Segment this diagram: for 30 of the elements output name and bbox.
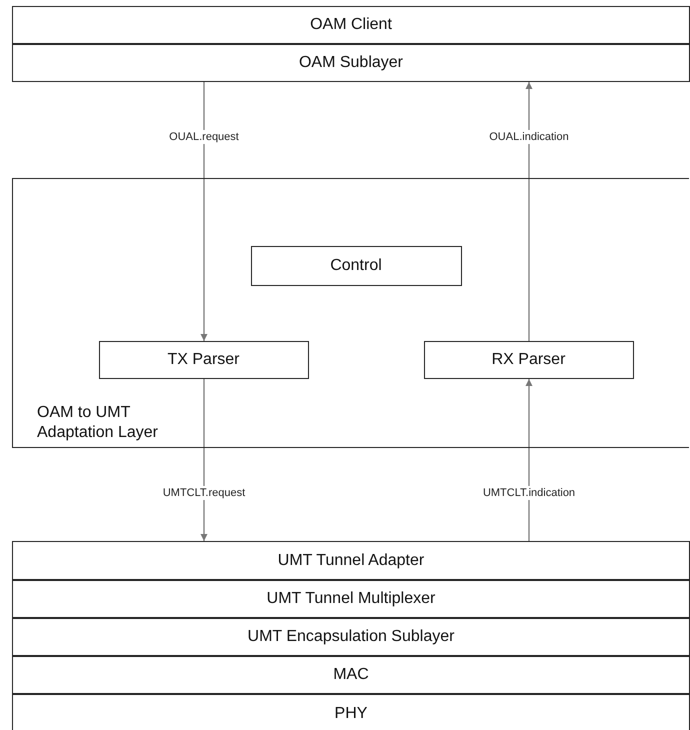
layer-box	[12, 656, 690, 694]
box-label: OAM Sublayer	[298, 54, 404, 72]
box-label: RX Parser	[492, 350, 566, 368]
box-label: UMT Encapsulation Sublayer	[248, 628, 454, 646]
box-label: UMT Tunnel Adapter	[278, 552, 424, 570]
layer-box	[12, 618, 690, 656]
box-label: MAC	[333, 666, 369, 684]
layer-box	[12, 694, 690, 730]
edge-label: OUAL.indication	[487, 130, 571, 144]
box-label: OAM Client	[310, 16, 392, 34]
box-label: Control	[330, 256, 382, 274]
layer-container-box	[12, 178, 689, 448]
function-box	[250, 246, 462, 286]
edge-label: UMTCLT.request	[160, 486, 248, 500]
function-box	[424, 340, 634, 378]
layer-box	[12, 541, 690, 580]
arrow	[526, 82, 532, 341]
box-label: PHY	[334, 705, 368, 723]
box-label: UMT Tunnel Multiplexer	[266, 590, 436, 608]
arrow	[526, 379, 532, 541]
box-label: TX Parser	[167, 350, 240, 368]
layer-box	[12, 580, 690, 618]
layer-box	[12, 44, 690, 82]
edge-label: UMTCLT.indication	[480, 486, 578, 500]
function-box	[98, 340, 308, 378]
layer-title: OAM to UMT Adaptation Layer	[37, 403, 159, 443]
edge-label: OUAL.request	[167, 130, 241, 144]
layer-box	[12, 6, 690, 44]
arrow	[200, 82, 208, 341]
arrow	[200, 379, 208, 541]
